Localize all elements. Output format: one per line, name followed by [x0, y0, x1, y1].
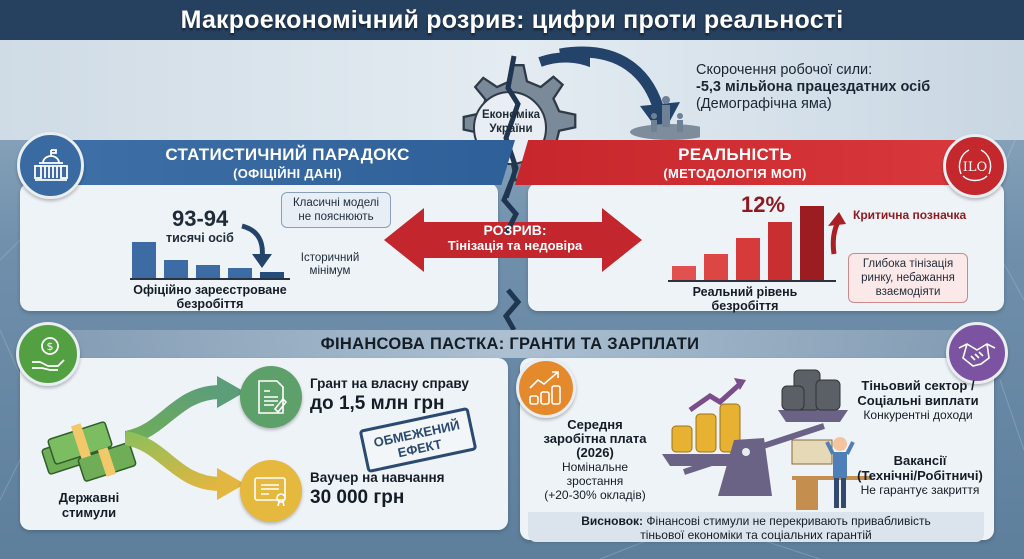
government-building-icon: [17, 132, 84, 199]
chart-bar: [132, 242, 156, 278]
critical-mark-label: Критична позначка: [853, 208, 967, 222]
official-unemployment-value: 93-94: [172, 206, 229, 231]
split-arrows: [125, 376, 245, 500]
up-arrow-icon: [828, 212, 846, 255]
svg-text:ILO: ILO: [963, 160, 987, 175]
average-wage-info: Середня заробітна плата (2026) Номінальн…: [543, 417, 647, 503]
real-unemployment-chart: [668, 205, 836, 282]
chart-bar: [768, 222, 792, 280]
down-arrow-icon: [241, 223, 272, 268]
conclusion-box: Висновок: Фінансові стимули не перекрива…: [528, 512, 984, 542]
financial-section-banner: ФІНАНСОВА ПАСТКА: ГРАНТИ ТА ЗАРПЛАТИ: [60, 330, 960, 358]
page-title: Макроекономічний розрив: цифри проти реа…: [180, 5, 844, 34]
grant-info: Грант на власну справу до 1,5 млн грн: [310, 376, 469, 414]
official-data-banner: СТАТИСТИЧНИЙ ПАРАДОКС (ОФІЦІЙНІ ДАНІ): [60, 140, 515, 185]
wage-growth-icon: [516, 358, 576, 418]
voucher-certificate-icon: [240, 460, 302, 522]
ilo-logo-icon: ILO: [943, 134, 1007, 198]
chart-bar: [164, 260, 188, 278]
grant-document-icon: [240, 366, 302, 428]
official-unemployment-caption: Офіційно зареєстроване безробіття: [133, 283, 287, 311]
down-arrow-people-icon: [559, 46, 700, 140]
real-unemployment-value: 12%: [741, 192, 786, 217]
balance-scale-icon: [662, 369, 848, 496]
worker-desk-icon: [791, 437, 872, 510]
chart-bar: [800, 206, 824, 280]
official-unemployment-unit: тисячі осіб: [166, 231, 234, 245]
chart-bar: [704, 254, 728, 280]
real-unemployment-caption: Реальний рівень безробіття: [692, 285, 798, 313]
official-unemployment-chart: [130, 240, 290, 280]
money-stack-icon: [41, 421, 137, 482]
gear-label: Економіка України: [482, 109, 540, 135]
svg-text:$: $: [47, 340, 54, 353]
state-incentives-label: Державні стимули: [58, 490, 120, 520]
gap-label: РОЗРИВ: Тінізація та недовіра: [447, 222, 583, 253]
handshake-icon: [946, 322, 1008, 384]
chart-bar: [196, 265, 220, 278]
speech-bubble-shadow: Глибока тінізація ринку, небажання взаєм…: [848, 253, 968, 303]
chart-bar: [260, 272, 284, 278]
historic-minimum-label: Історичний мінімум: [300, 252, 360, 277]
voucher-info: Ваучер на навчання 30 000 грн: [310, 470, 445, 508]
hand-dollar-icon: $: [16, 322, 80, 386]
crack-line: [501, 180, 522, 330]
title-bar: Макроекономічний розрив: цифри проти реа…: [0, 0, 1024, 40]
reality-banner: РЕАЛЬНІСТЬ (МЕТОДОЛОГІЯ МОП): [515, 140, 955, 185]
chart-bar: [672, 266, 696, 280]
shadow-sector-info: Тіньовий сектор / Соціальні виплати Конк…: [857, 378, 979, 422]
workforce-reduction-note: Скорочення робочої сили: -5,3 мільйона п…: [696, 62, 931, 112]
gap-double-arrow: [384, 208, 642, 272]
speech-bubble-models: Класичні моделі не пояснюють: [281, 192, 391, 228]
financial-section-title: ФІНАНСОВА ПАСТКА: ГРАНТИ ТА ЗАРПЛАТИ: [320, 334, 700, 353]
chart-bar: [228, 268, 252, 278]
vacancies-info: Вакансії (Технічні/Робітничі) Не гаранту…: [857, 453, 983, 497]
chart-bar: [736, 238, 760, 280]
